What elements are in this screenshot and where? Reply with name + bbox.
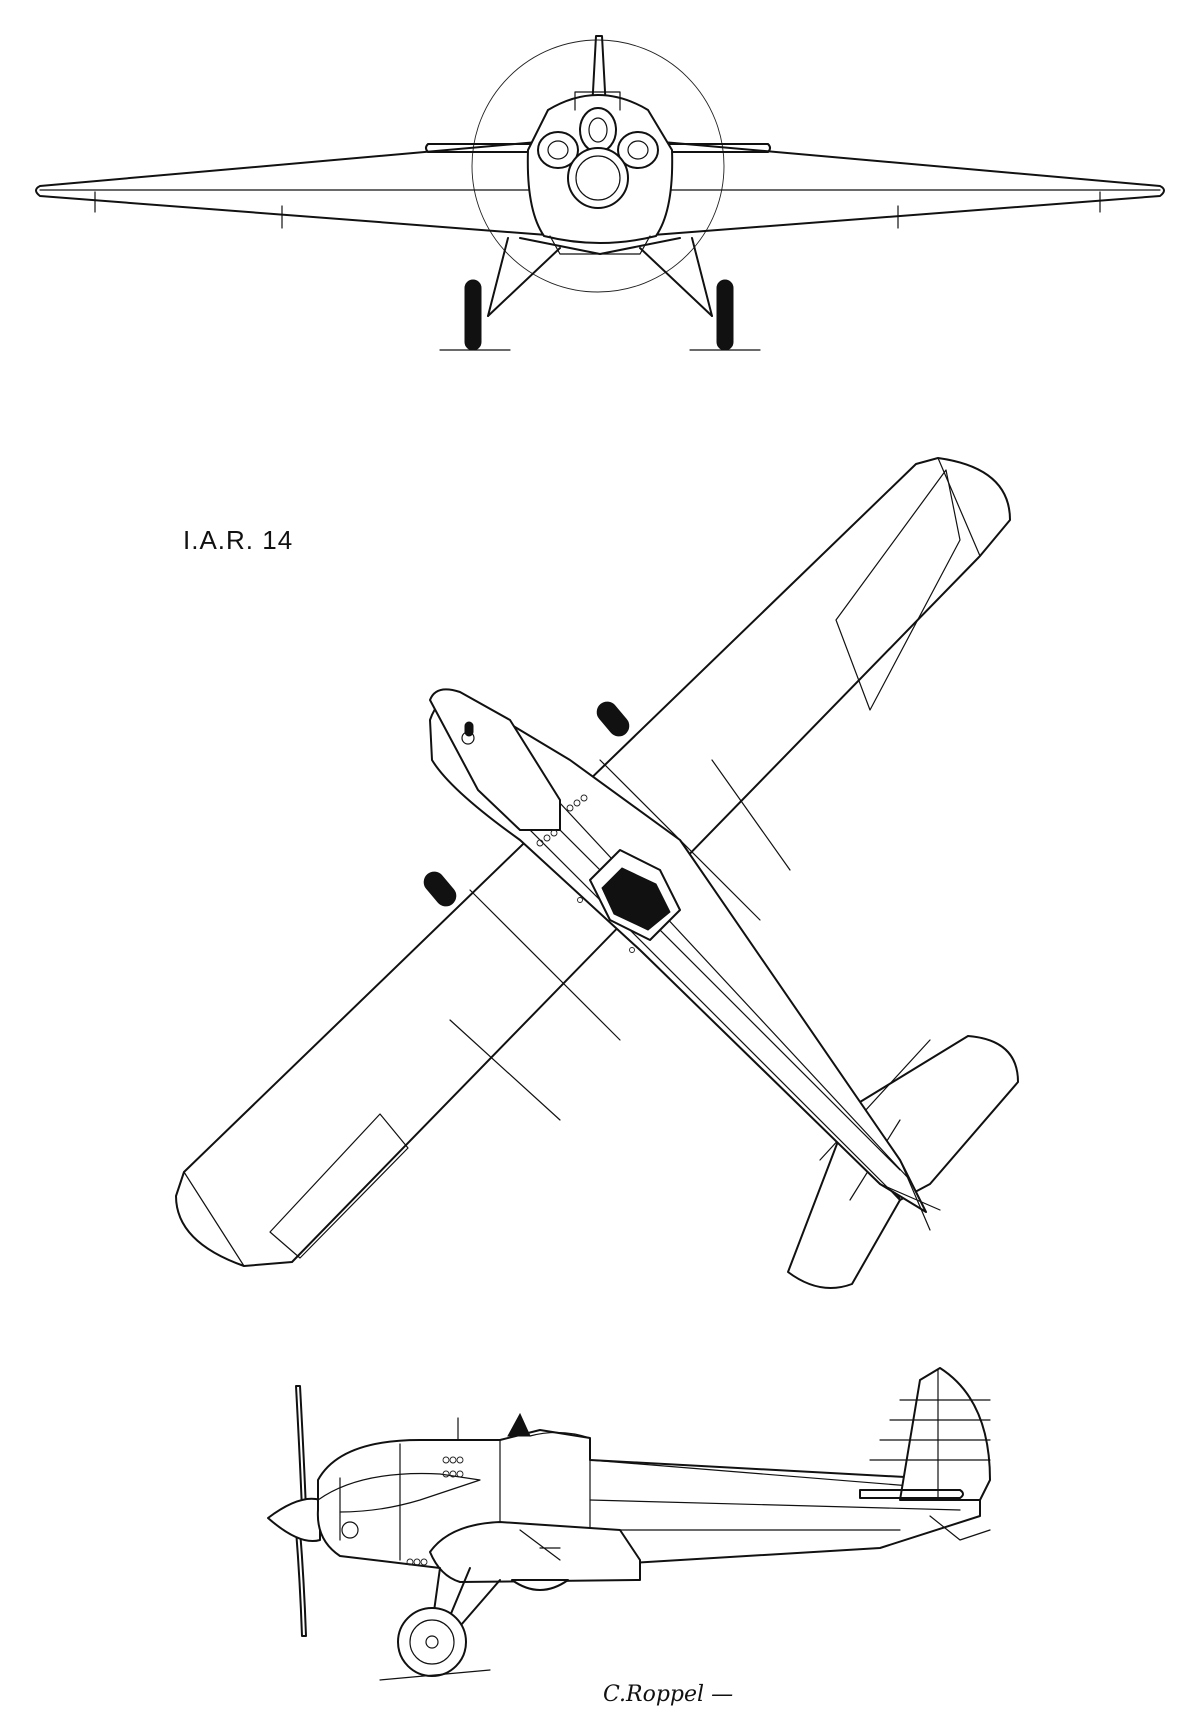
artist-signature: C.Roppel — (603, 1682, 734, 1707)
aircraft-designation-title: I.A.R. 14 (183, 525, 294, 555)
aircraft-front-view-icon (35, 35, 1165, 351)
aircraft-side-view-icon (267, 1367, 991, 1681)
aircraft-plan-view-icon (175, 457, 1019, 1289)
